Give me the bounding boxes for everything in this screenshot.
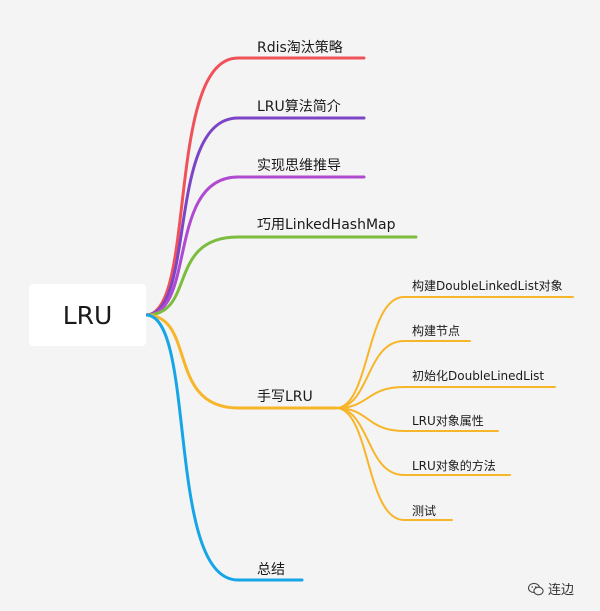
sub-label-lru-props[interactable]: LRU对象属性 bbox=[412, 414, 484, 428]
sub-label-build-dll[interactable]: 构建DoubleLinkedList对象 bbox=[412, 279, 563, 293]
sub-connector-build-node bbox=[335, 340, 471, 409]
connector-rdis bbox=[144, 56, 366, 317]
branch-label-linkedhashmap[interactable]: 巧用LinkedHashMap bbox=[257, 217, 396, 233]
sub-connector-build-dll bbox=[335, 296, 574, 409]
branch-label-rdis[interactable]: Rdis淘汰策略 bbox=[257, 40, 343, 56]
sub-label-build-node[interactable]: 构建节点 bbox=[412, 324, 461, 338]
sub-label-lru-methods[interactable]: LRU对象的方法 bbox=[412, 459, 496, 473]
wechat-icon bbox=[528, 582, 544, 595]
connector-lru-intro bbox=[144, 116, 366, 317]
branch-label-summary[interactable]: 总结 bbox=[257, 562, 285, 578]
connector-summary bbox=[144, 313, 304, 582]
watermark-text: 连边 bbox=[548, 583, 575, 598]
branch-label-derivation[interactable]: 实现思维推导 bbox=[257, 158, 341, 174]
root-label: LRU bbox=[62, 300, 113, 330]
connector-derivation bbox=[144, 175, 366, 317]
sub-label-test[interactable]: 测试 bbox=[412, 504, 437, 518]
sub-connector-lru-methods bbox=[335, 407, 511, 476]
branch-label-lru-intro[interactable]: LRU算法简介 bbox=[257, 99, 341, 115]
sub-label-init-dll[interactable]: 初始化DoubleLinedList bbox=[412, 369, 545, 383]
connector-linkedhashmap bbox=[144, 235, 418, 317]
branch-label-handwrite-lru[interactable]: 手写LRU bbox=[257, 389, 313, 405]
sub-connector-test bbox=[335, 407, 453, 521]
connector-handwrite-lru bbox=[144, 313, 338, 410]
sub-connector-init-dll bbox=[335, 386, 556, 409]
root-node[interactable]: LRU bbox=[29, 284, 146, 346]
watermark: 连边 bbox=[528, 579, 574, 598]
sub-connector-lru-props bbox=[335, 407, 499, 432]
